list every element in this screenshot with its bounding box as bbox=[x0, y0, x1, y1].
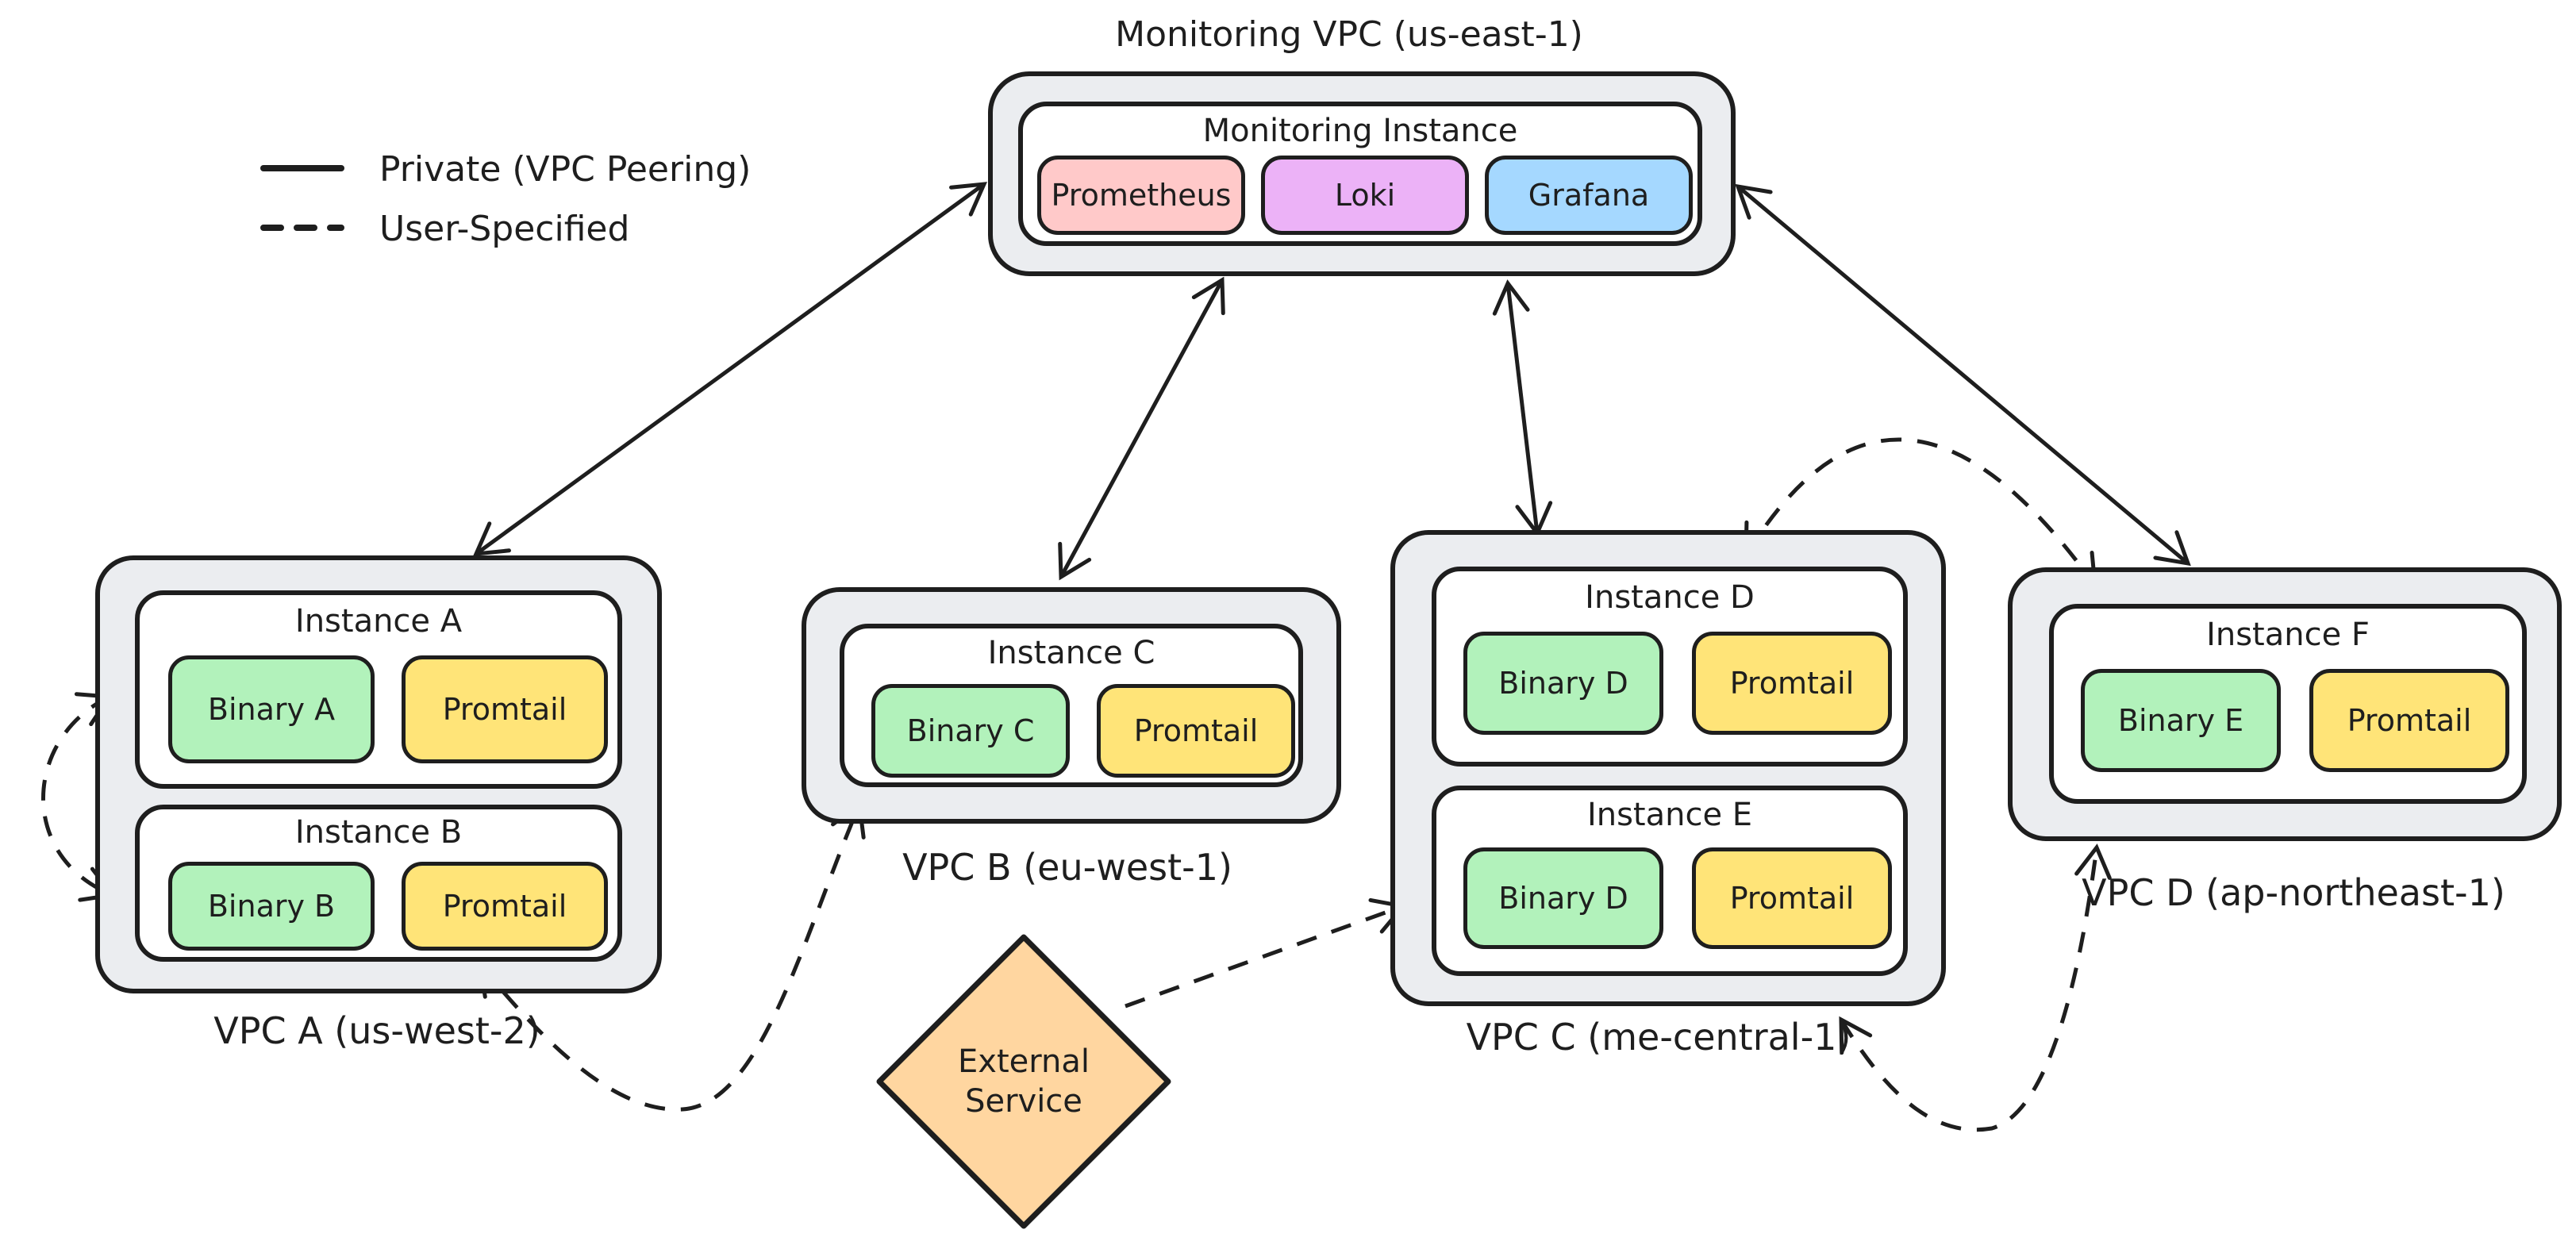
monitoring-instance-title: Monitoring Instance bbox=[1202, 113, 1518, 149]
instance-a-title: Instance A bbox=[294, 603, 463, 640]
service-chip-label: Prometheus bbox=[1051, 178, 1232, 213]
component-chip-label: Binary B bbox=[207, 889, 336, 924]
component-chip-label: Binary D bbox=[1498, 881, 1628, 916]
instance-f-box: Instance F Binary E Promtail bbox=[2049, 604, 2527, 804]
vpc-d-label: VPC D (ap-northeast-1) bbox=[2082, 871, 2505, 914]
legend-item-user-specified: User-Specified bbox=[379, 209, 630, 249]
component-chip-label: Promtail bbox=[442, 889, 567, 924]
component-chip-binary-a: Binary A bbox=[168, 655, 375, 763]
vpc-a-box: Instance A Binary A Promtail Instance B … bbox=[95, 555, 662, 993]
service-chip-loki: Loki bbox=[1261, 156, 1469, 235]
arrow-monitoring-vpc-c bbox=[1492, 279, 1553, 537]
component-chip-binary-d2: Binary D bbox=[1463, 847, 1663, 949]
component-chip-promtail-d: Promtail bbox=[1692, 632, 1892, 735]
monitoring-instance-box: Monitoring Instance Prometheus Loki Graf… bbox=[1018, 102, 1702, 246]
instance-b-box: Instance B Binary B Promtail bbox=[135, 805, 622, 962]
component-chip-binary-d: Binary D bbox=[1463, 632, 1663, 735]
vpc-b-box: Instance C Binary C Promtail bbox=[802, 587, 1341, 824]
component-chip-label: Promtail bbox=[1729, 881, 1855, 916]
component-chip-label: Binary D bbox=[1498, 666, 1628, 701]
component-chip-label: Promtail bbox=[442, 692, 567, 727]
vpc-d-box: Instance F Binary E Promtail bbox=[2008, 567, 2562, 841]
external-service-node: External Service bbox=[873, 931, 1175, 1232]
component-chip-promtail-f: Promtail bbox=[2309, 669, 2509, 772]
component-chip-label: Binary C bbox=[906, 713, 1035, 748]
service-chip-label: Loki bbox=[1334, 178, 1396, 213]
component-chip-binary-c: Binary C bbox=[871, 684, 1070, 778]
diamond-path bbox=[876, 934, 1171, 1229]
instance-e-title: Instance E bbox=[1586, 797, 1753, 833]
arrow-monitoring-vpc-d bbox=[1735, 183, 2191, 567]
component-chip-binary-e: Binary E bbox=[2081, 669, 2281, 772]
instance-d-box: Instance D Binary D Promtail bbox=[1432, 567, 1908, 767]
monitoring-vpc-box: Monitoring Instance Prometheus Loki Graf… bbox=[988, 71, 1736, 276]
component-chip-binary-b: Binary B bbox=[168, 862, 375, 951]
instance-e-box: Instance E Binary D Promtail bbox=[1432, 786, 1908, 976]
component-chip-label: Binary E bbox=[2117, 703, 2244, 738]
service-chip-prometheus: Prometheus bbox=[1037, 156, 1245, 235]
component-chip-label: Promtail bbox=[2347, 703, 2472, 738]
instance-d-title: Instance D bbox=[1585, 579, 1755, 616]
instance-c-box: Instance C Binary C Promtail bbox=[840, 624, 1303, 787]
service-chip-grafana: Grafana bbox=[1485, 156, 1693, 235]
legend-item-private: Private (VPC Peering) bbox=[379, 149, 752, 190]
vpc-a-label: VPC A (us-west-2) bbox=[213, 1009, 540, 1052]
instance-f-title: Instance F bbox=[2206, 617, 2370, 653]
component-chip-label: Promtail bbox=[1729, 666, 1855, 701]
instance-a-box: Instance A Binary A Promtail bbox=[135, 590, 622, 789]
component-chip-promtail-b: Promtail bbox=[402, 862, 608, 951]
component-chip-label: Promtail bbox=[1133, 713, 1259, 748]
diamond-shape bbox=[876, 934, 1171, 1229]
component-chip-promtail-e: Promtail bbox=[1692, 847, 1892, 949]
vpc-c-box: Instance D Binary D Promtail Instance E … bbox=[1390, 530, 1946, 1006]
external-service-label: External Service bbox=[958, 1043, 1090, 1120]
arrow-monitoring-vpc-b bbox=[1058, 276, 1225, 581]
component-chip-label: Binary A bbox=[207, 692, 336, 727]
component-chip-promtail-a: Promtail bbox=[402, 655, 608, 763]
instance-c-title: Instance C bbox=[987, 635, 1155, 671]
monitoring-vpc-title: Monitoring VPC (us-east-1) bbox=[1115, 14, 1583, 55]
component-chip-promtail-c: Promtail bbox=[1097, 684, 1295, 778]
instance-b-title: Instance B bbox=[294, 814, 463, 851]
vpc-c-label: VPC C (me-central-1) bbox=[1466, 1016, 1851, 1059]
service-chip-label: Grafana bbox=[1528, 178, 1650, 213]
vpc-b-label: VPC B (eu-west-1) bbox=[902, 846, 1232, 889]
